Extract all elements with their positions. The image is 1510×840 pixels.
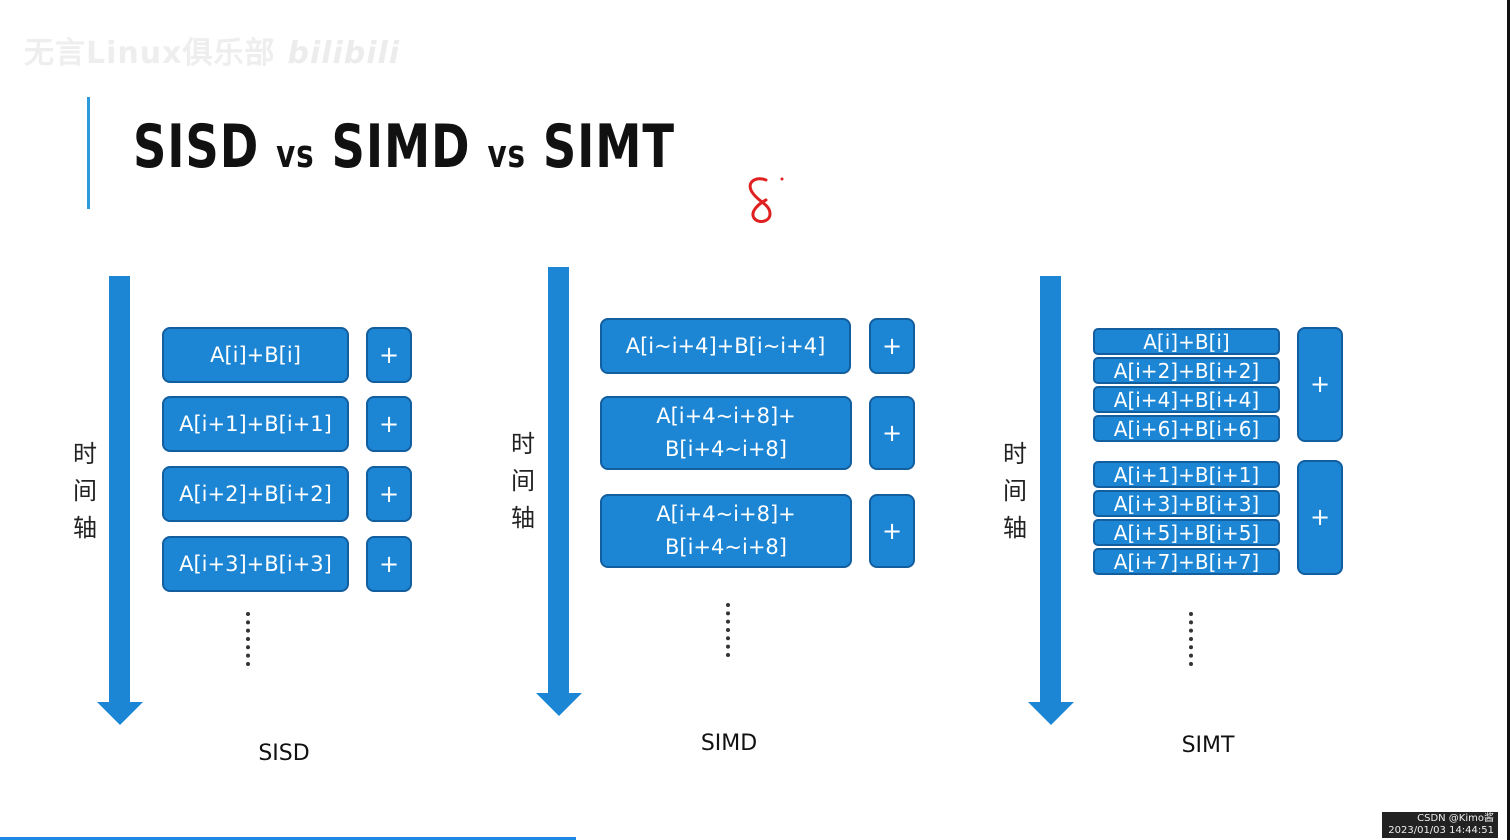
simt-label: SIMT (1181, 733, 1235, 758)
simd-add-box: + (869, 318, 915, 374)
simt-thread-box: A[i+1]+B[i+1] (1093, 461, 1280, 488)
title-vs-2: vs (487, 132, 526, 176)
simd-add-box: + (869, 396, 915, 470)
simd-continuation-dots (726, 603, 734, 657)
sisd-time-arrow (97, 276, 143, 725)
sisd-add-box: + (366, 396, 412, 452)
watermark-text: 无言Linux俱乐部 (24, 36, 276, 71)
window-edge (1507, 0, 1510, 840)
sisd-expr-box: A[i]+B[i] (162, 327, 349, 383)
simt-time-arrow (1028, 276, 1074, 725)
credit-author: CSDN @Kimo酱 (1417, 813, 1494, 824)
sisd-label: SISD (258, 741, 310, 766)
sisd-add-box: + (366, 327, 412, 383)
sisd-axis-label: 时间轴 (73, 440, 97, 542)
title-simt: SIMT (542, 112, 675, 182)
bilibili-logo: bilibili (287, 36, 401, 71)
simd-axis-label: 时间轴 (511, 430, 535, 532)
video-progress-bar[interactable] (0, 837, 576, 840)
credit-timestamp: 2023/01/03 14:44:51 (1388, 825, 1494, 836)
slide-title: SISD vs SIMD vs SIMT (133, 112, 675, 182)
simd-time-arrow (536, 267, 582, 716)
sisd-continuation-dots (246, 612, 254, 666)
csdn-credit: CSDN @Kimo酱 2023/01/03 14:44:51 (1382, 812, 1498, 838)
sisd-add-box: + (366, 536, 412, 592)
title-vs-1: vs (276, 132, 315, 176)
sisd-expr-box: A[i+3]+B[i+3] (162, 536, 349, 592)
simt-thread-box: A[i+2]+B[i+2] (1093, 357, 1280, 384)
simt-thread-box: A[i+5]+B[i+5] (1093, 519, 1280, 546)
sisd-expr-box: A[i+2]+B[i+2] (162, 466, 349, 522)
simt-thread-box: A[i]+B[i] (1093, 328, 1280, 355)
simt-continuation-dots (1189, 612, 1197, 666)
title-sisd: SISD (133, 112, 260, 182)
channel-watermark: 无言Linux俱乐部 bilibili (24, 28, 400, 72)
simt-thread-box: A[i+4]+B[i+4] (1093, 386, 1280, 413)
simt-thread-box: A[i+7]+B[i+7] (1093, 548, 1280, 575)
simd-label: SIMD (700, 731, 758, 756)
simd-expr-box: A[i+4~i+8]+ B[i+4~i+8] (600, 494, 852, 568)
simt-axis-label: 时间轴 (1003, 440, 1027, 542)
simt-add-box: + (1297, 460, 1343, 575)
simt-thread-box: A[i+6]+B[i+6] (1093, 415, 1280, 442)
sisd-add-box: + (366, 466, 412, 522)
title-accent-bar (87, 97, 90, 209)
simd-expr-box: A[i+4~i+8]+ B[i+4~i+8] (600, 396, 852, 470)
title-simd: SIMD (331, 112, 471, 182)
simt-thread-box: A[i+3]+B[i+3] (1093, 490, 1280, 517)
pen-scribble (748, 177, 784, 223)
simd-add-box: + (869, 494, 915, 568)
simd-expr-box: A[i~i+4]+B[i~i+4] (600, 318, 851, 374)
simt-add-box: + (1297, 327, 1343, 442)
sisd-expr-box: A[i+1]+B[i+1] (162, 396, 349, 452)
